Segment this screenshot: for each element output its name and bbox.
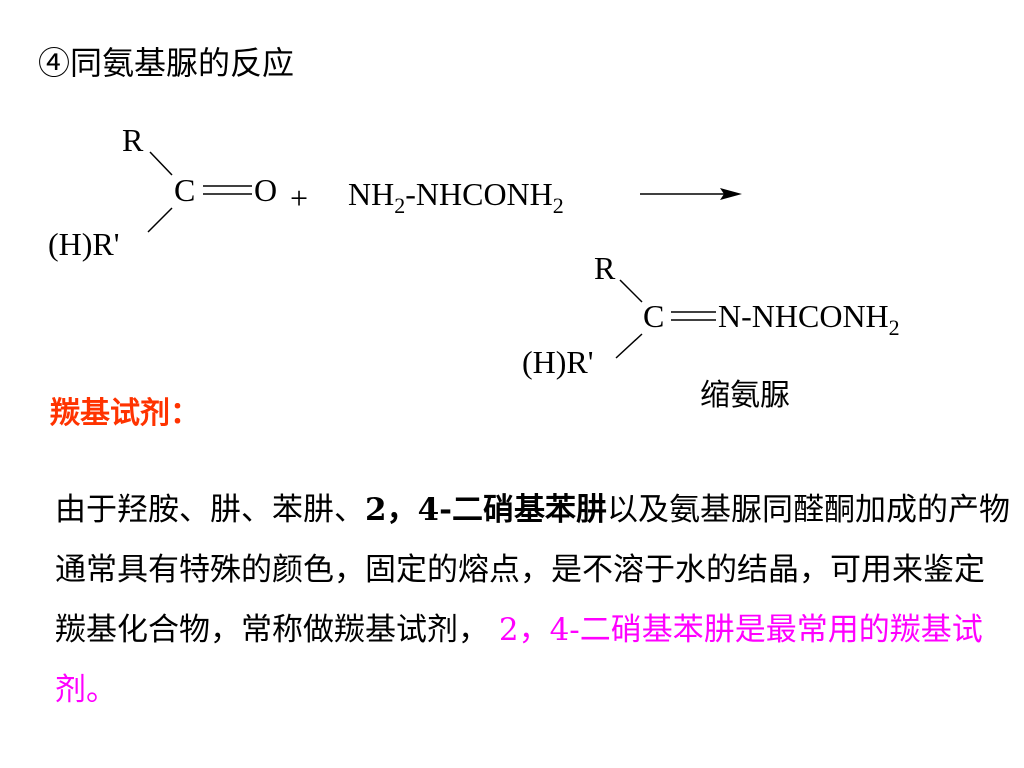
reaction-arrow-head [720, 188, 742, 200]
product-r: R [594, 250, 616, 286]
reactant-hr: (H)R' [48, 226, 120, 262]
reagent-nh: NH [348, 176, 395, 212]
reactant-c: C [174, 172, 196, 208]
product-bond-r [619, 279, 643, 303]
slide-title: ④同氨基脲的反应 [38, 44, 295, 82]
body-paragraph: 由于羟胺、肼、苯肼、2，4-二硝基苯肼以及氨基脲同醛酮加成的产物通常具有特殊的颜… [55, 480, 1015, 720]
paragraph-part-3: 以及氨基脲同醛酮加成的产物通常具有特殊的颜色，固定的熔点，是不溶于水的结晶，可用… [55, 492, 1011, 648]
product-name: 缩氨脲 [700, 378, 790, 413]
reactant-bond-r [149, 151, 173, 176]
paragraph-highlight: 2，4-二硝基苯肼是最常用的羰基试剂。 [55, 612, 983, 708]
paragraph-part-1: 由于羟胺、肼、苯肼、 [55, 492, 365, 528]
reagent-subscript-2: 2 [552, 193, 564, 218]
product-subscript: 2 [888, 315, 900, 340]
product-c: C [643, 298, 665, 334]
reactant-o: O [254, 172, 278, 208]
plus-sign: + [290, 180, 309, 216]
paragraph-bold-term: 2，4-二硝基苯肼 [365, 492, 608, 528]
reactant-r: R [122, 122, 144, 158]
product-bond-hr [615, 333, 643, 359]
reagent-formula: NH2-NHCONH2 [348, 178, 564, 217]
product-n: N-NHCONH [718, 298, 889, 334]
reagent-subscript-1: 2 [394, 193, 406, 218]
section-label: 羰基试剂： [50, 396, 200, 431]
product-formula: N-NHCONH2 [718, 300, 900, 339]
reagent-mid: -NHCONH [405, 176, 553, 212]
product-hr: (H)R' [522, 344, 594, 380]
reactant-bond-hr [147, 207, 173, 233]
